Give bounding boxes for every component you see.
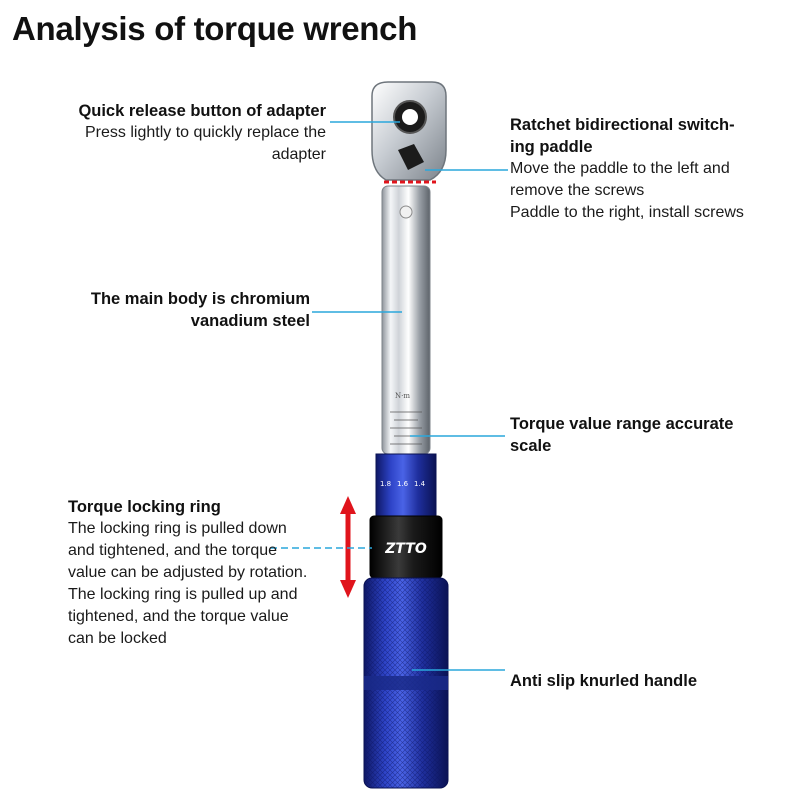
callout-quick-release-head: Quick release button of adapter	[78, 102, 326, 120]
ratchet-head	[371, 81, 447, 184]
callout-locking-ring-desc-3: value can be adjusted by rotation.	[68, 564, 308, 581]
blue-collar	[375, 453, 437, 517]
callout-torque-scale: Torque value range accurate scale	[510, 413, 790, 457]
scale-number-1: 1.8	[380, 480, 391, 488]
callout-locking-ring: Torque locking ring The locking ring is …	[68, 496, 343, 650]
red-adjust-arrow	[340, 496, 356, 598]
callout-ratchet-head-2: ing paddle	[510, 138, 593, 156]
callout-torque-scale-head-1: Torque value range accurate	[510, 415, 734, 433]
scale-number-2: 1.6	[397, 480, 409, 488]
scale-number-3: 1.4	[414, 480, 426, 488]
callout-locking-ring-desc-5: tightened, and the torque value	[68, 608, 289, 625]
knurled-handle	[363, 577, 449, 789]
brand-logo: ZTTO	[384, 541, 427, 557]
callout-quick-release: Quick release button of adapter Press li…	[30, 100, 326, 166]
callout-locking-ring-desc-1: The locking ring is pulled down	[68, 520, 287, 537]
callout-locking-ring-desc-4: The locking ring is pulled up and	[68, 586, 298, 603]
callout-main-body: The main body is chromium vanadium steel	[30, 288, 310, 332]
torque-scale: N·m	[390, 392, 422, 445]
callout-ratchet-head-1: Ratchet bidirectional switch-	[510, 116, 735, 134]
callout-quick-release-desc-1: Press lightly to quickly replace the	[85, 124, 326, 141]
callout-main-body-head-2: vanadium steel	[190, 312, 310, 330]
callout-ratchet-desc-3: Paddle to the right, install screws	[510, 204, 744, 221]
callout-ratchet: Ratchet bidirectional switch- ing paddle…	[510, 114, 795, 224]
callout-handle: Anti slip knurled handle	[510, 670, 790, 692]
callout-main-body-head-1: The main body is chromium	[90, 290, 310, 308]
callout-locking-ring-desc-6: can be locked	[68, 630, 167, 647]
callout-ratchet-desc-2: remove the screws	[510, 182, 645, 199]
callout-quick-release-desc-2: adapter	[271, 146, 326, 163]
callout-torque-scale-head-2: scale	[510, 437, 552, 455]
ratchet-paddle	[398, 144, 424, 170]
callout-locking-ring-head: Torque locking ring	[68, 498, 221, 516]
scale-unit: N·m	[395, 392, 410, 400]
callout-ratchet-desc-1: Move the paddle to the left and	[510, 160, 730, 177]
page-title: Analysis of torque wrench	[12, 10, 418, 47]
callout-locking-ring-desc-2: and tightened, and the torque	[68, 542, 278, 559]
callout-handle-head: Anti slip knurled handle	[510, 672, 698, 690]
chrome-shaft	[381, 185, 431, 455]
